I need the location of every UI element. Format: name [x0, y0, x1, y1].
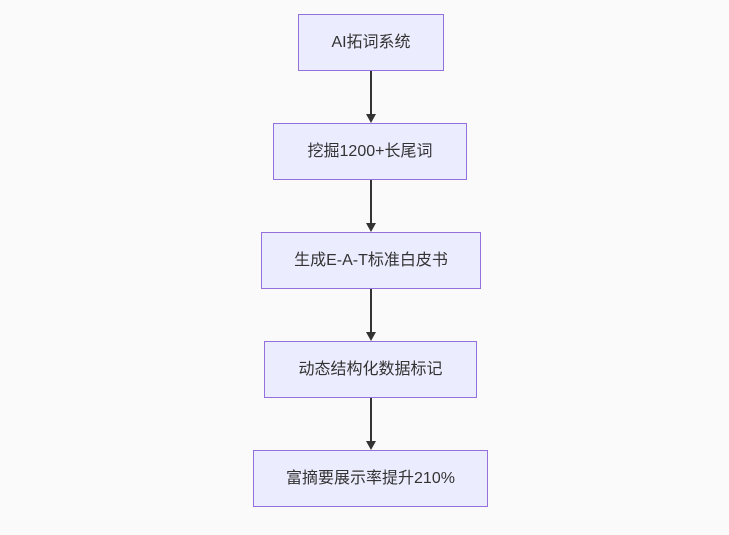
flow-arrow-3 [363, 289, 378, 341]
arrow-line [369, 398, 372, 441]
arrowhead-icon [365, 114, 376, 123]
arrow-line [369, 180, 372, 223]
flow-node-longtail-mining: 挖掘1200+长尾词 [273, 123, 467, 180]
node-label: 动态结构化数据标记 [298, 360, 443, 378]
arrowhead-icon [365, 332, 376, 341]
flow-arrow-1 [363, 71, 378, 123]
flow-node-rich-snippet-result: 富摘要展示率提升210% [253, 450, 488, 507]
arrowhead-icon [365, 441, 376, 450]
node-label: 生成E-A-T标准白皮书 [294, 251, 448, 269]
node-label: AI拓词系统 [331, 33, 411, 51]
arrow-line [369, 71, 372, 114]
flow-node-structured-data-markup: 动态结构化数据标记 [264, 341, 477, 398]
node-label: 富摘要展示率提升210% [286, 469, 455, 487]
arrow-line [369, 289, 372, 332]
flow-arrow-2 [363, 180, 378, 232]
arrowhead-icon [365, 223, 376, 232]
node-label: 挖掘1200+长尾词 [307, 142, 433, 160]
flow-node-eat-whitepaper: 生成E-A-T标准白皮书 [261, 232, 481, 289]
flow-node-ai-keyword-system: AI拓词系统 [298, 14, 444, 71]
flow-arrow-4 [363, 398, 378, 450]
